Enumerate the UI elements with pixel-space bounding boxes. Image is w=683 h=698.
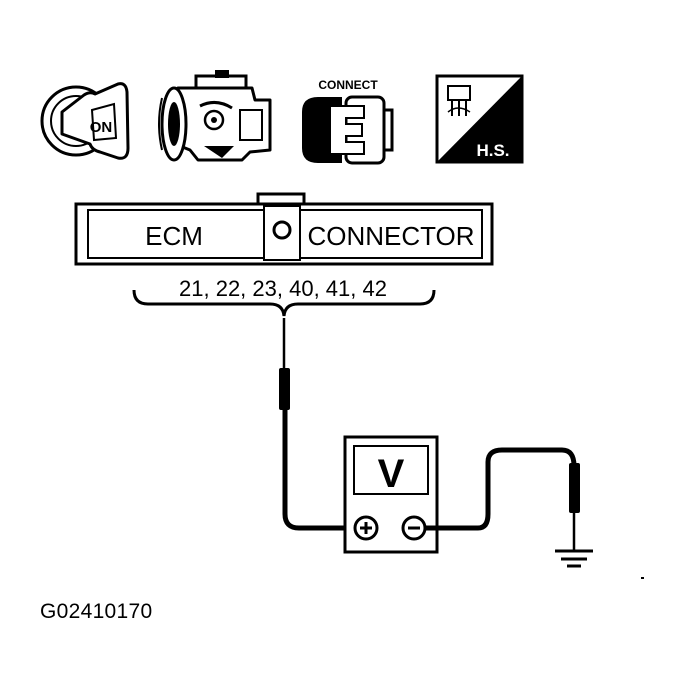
connector-icon: CONNECT	[302, 78, 394, 165]
voltmeter: V	[343, 435, 439, 554]
terminal-brace	[132, 289, 436, 317]
connect-label: CONNECT	[318, 78, 378, 92]
ignition-key-icon: ON	[40, 82, 130, 160]
stray-mark	[641, 577, 644, 579]
hs-label: H.S.	[476, 141, 509, 160]
ground-icon	[555, 549, 593, 568]
ignition-on-label: ON	[90, 119, 113, 136]
negative-terminal-icon	[401, 515, 427, 541]
connector-label: CONNECTOR	[307, 221, 474, 251]
terminal-numbers: 21, 22, 23, 40, 41, 42	[179, 276, 387, 301]
harness-side-icon: H.S.	[435, 74, 524, 164]
positive-terminal-icon	[353, 515, 379, 541]
ecm-connector: ECM CONNECTOR	[74, 192, 494, 266]
ecm-label: ECM	[145, 221, 203, 251]
positive-probe	[279, 318, 348, 531]
negative-probe	[426, 447, 580, 550]
engine-icon	[158, 70, 272, 162]
figure-code: G02410170	[40, 600, 153, 623]
voltmeter-mode-label: V	[378, 452, 405, 496]
